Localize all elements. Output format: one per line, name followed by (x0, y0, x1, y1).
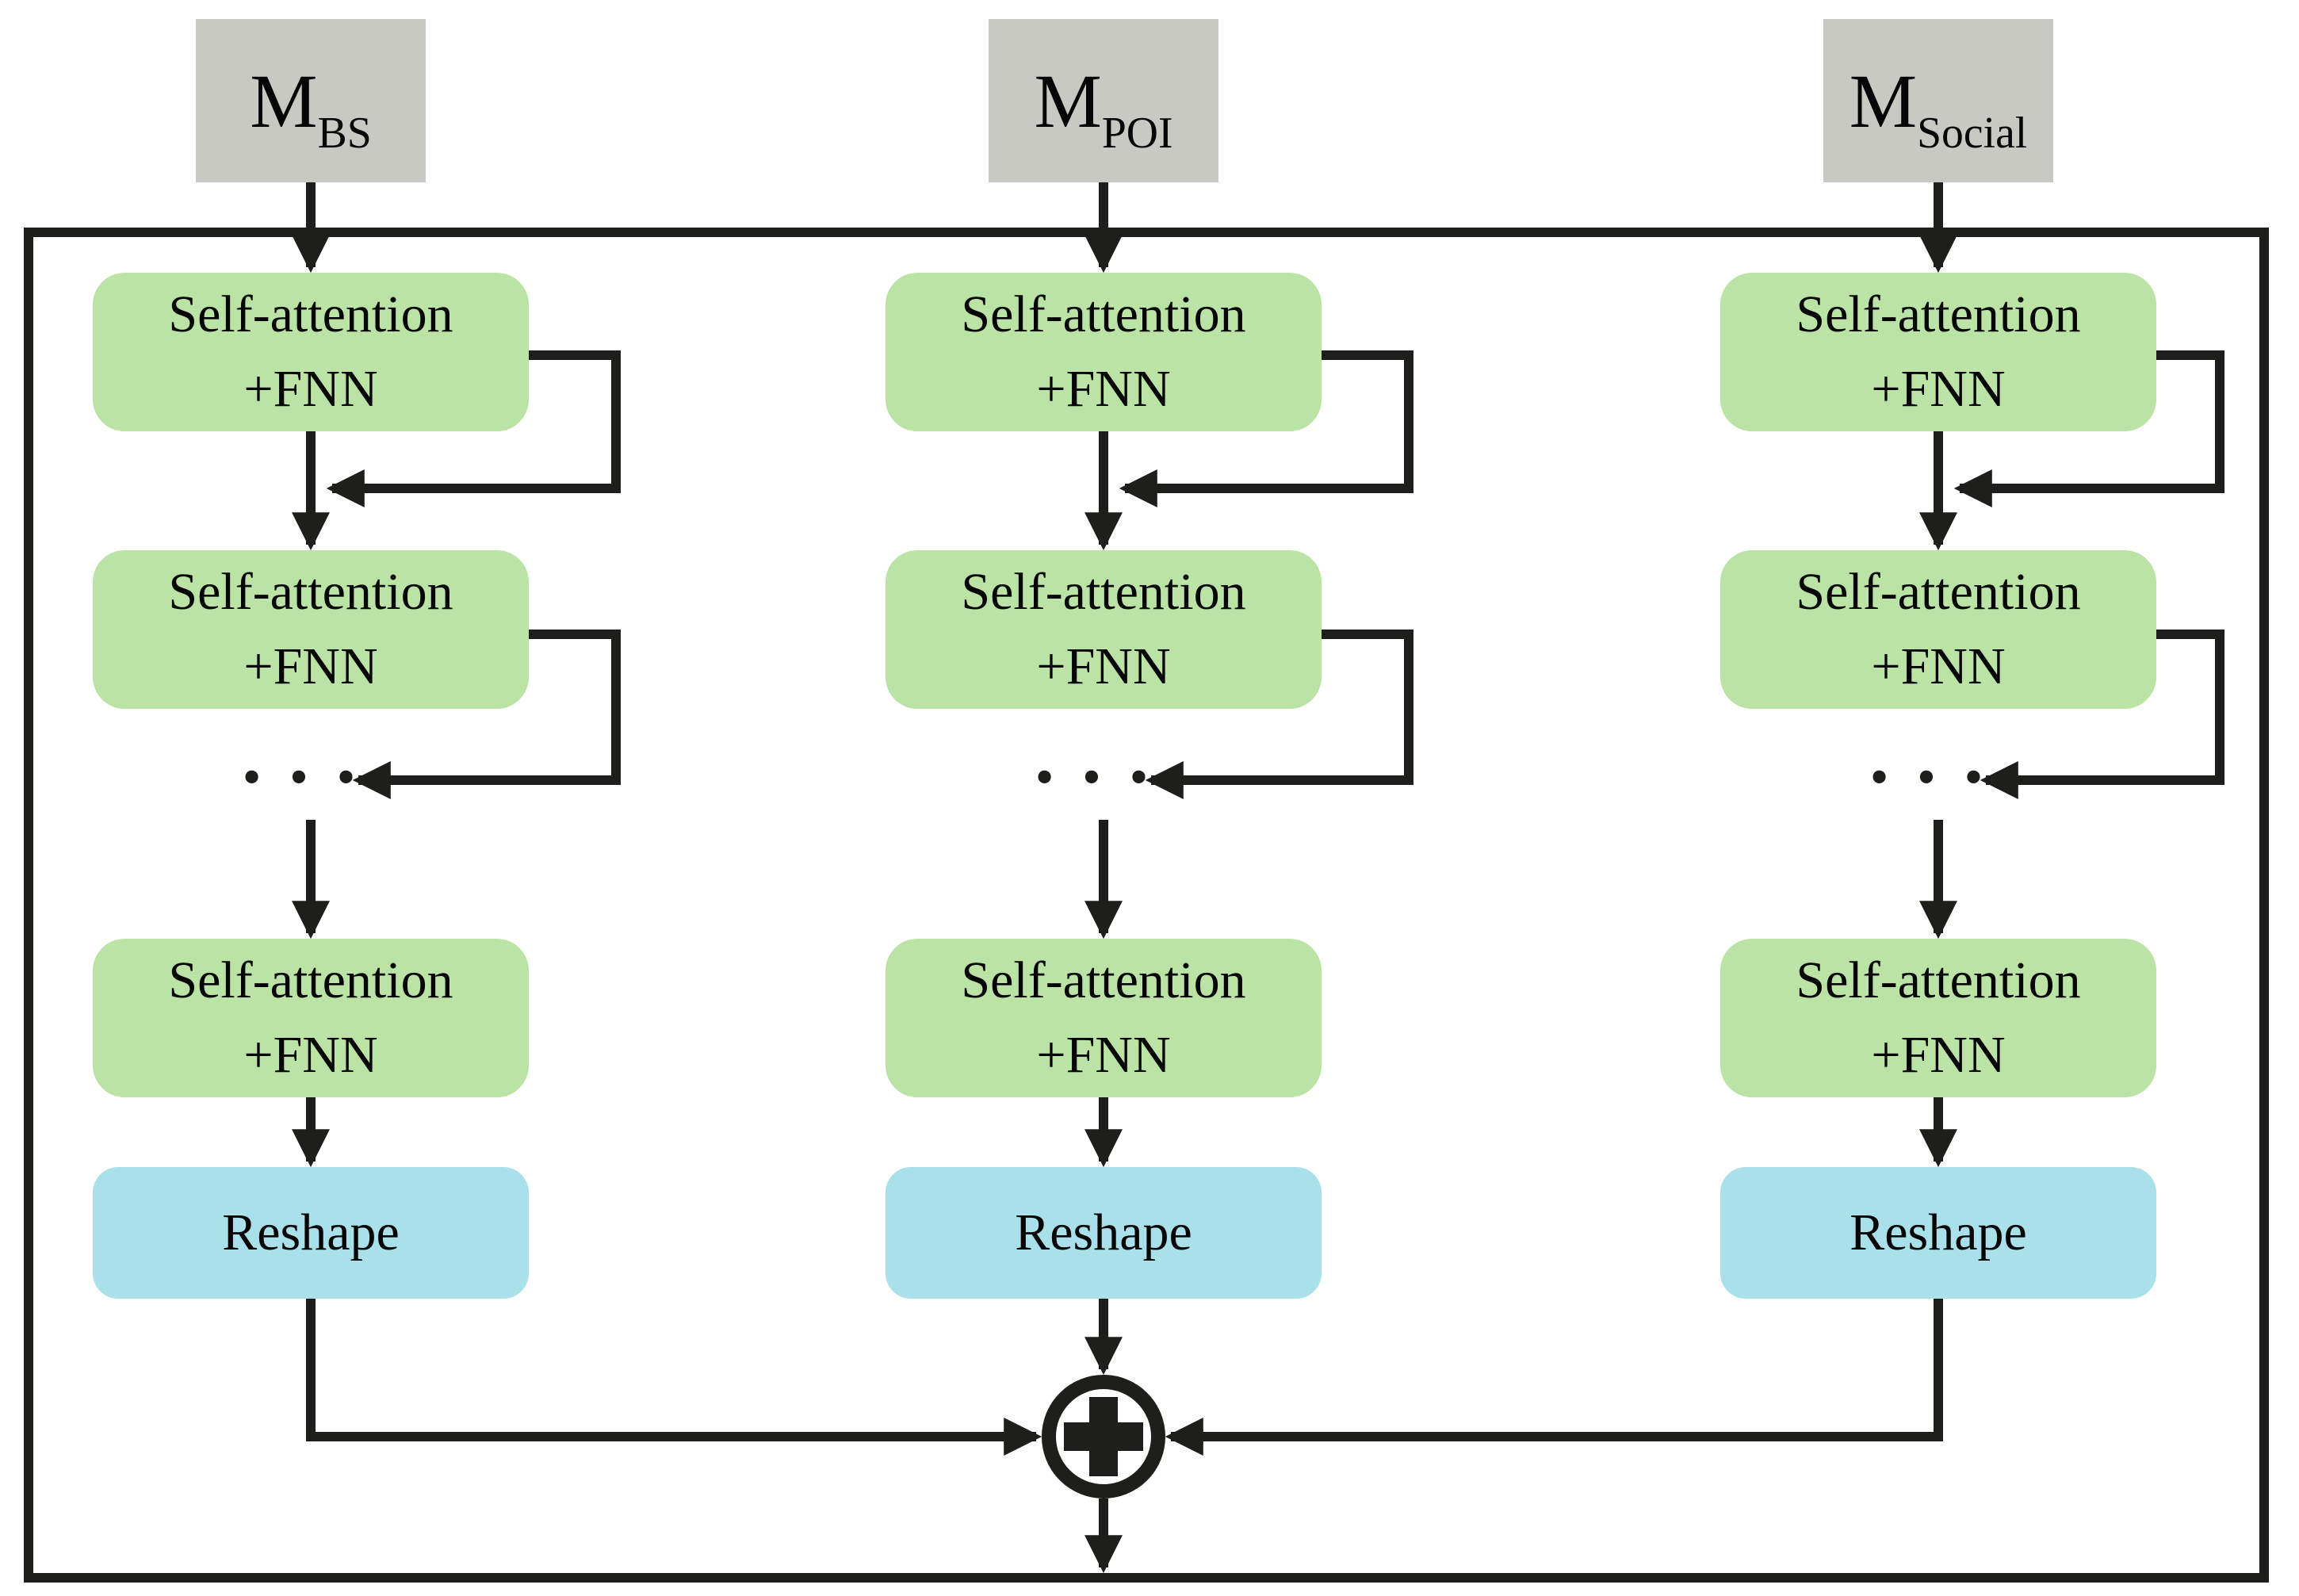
block-label-line2: +FNN (1871, 637, 2006, 695)
block-label-line1: Self-attention (168, 285, 453, 343)
self-attention-block-3-poi: Self-attention +FNN (886, 939, 1322, 1097)
block-label-line2: +FNN (243, 1026, 378, 1084)
connectors-poi (1084, 182, 1413, 1376)
reshape-to-sum-arrow-social (1165, 1299, 1943, 1456)
block-label-line1: Self-attention (961, 951, 1246, 1009)
self-attention-block-3-social: Self-attention +FNN (1720, 939, 2156, 1097)
self-attention-block-2-bs: Self-attention +FNN (93, 550, 529, 709)
residual-loop-2-poi (1145, 630, 1413, 799)
block-label-line1: Self-attention (961, 563, 1246, 621)
block-label-line2: +FNN (243, 637, 378, 695)
block-label-line2: +FNN (1871, 360, 2006, 418)
block-label-line1: Self-attention (168, 563, 453, 621)
block-label-line2: +FNN (243, 360, 378, 418)
residual-loop-1-poi (1119, 350, 1413, 507)
residual-loop-1-social (1953, 350, 2224, 507)
input-matrix-social-label: MSocial (1849, 58, 2028, 159)
block-label-line1: Self-attention (1796, 285, 2081, 343)
reshape-block-social: Reshape (1720, 1167, 2156, 1299)
repetition-ellipsis-poi: ••• (1032, 756, 1175, 799)
repetition-ellipsis-bs: ••• (239, 756, 382, 799)
input-matrix-poi: MPOI (989, 19, 1218, 182)
input-matrix-bs-label: MBS (250, 58, 372, 159)
block-label-line2: +FNN (1036, 1026, 1171, 1084)
connectors-social (1165, 182, 2224, 1456)
residual-loop-2-social (1980, 630, 2224, 799)
residual-loop-2-bs (352, 630, 621, 799)
encoder-frame (24, 228, 2269, 1583)
sum-node (1042, 1375, 1165, 1574)
self-attention-block-1-social: Self-attention +FNN (1720, 273, 2156, 431)
reshape-block-poi: Reshape (886, 1167, 1322, 1299)
block-label-line1: Self-attention (168, 951, 453, 1009)
reshape-to-sum-arrow-bs (306, 1299, 1042, 1456)
self-attention-block-1-poi: Self-attention +FNN (886, 273, 1322, 431)
reshape-block-bs: Reshape (93, 1167, 529, 1299)
repetition-ellipsis-social: ••• (1867, 756, 2010, 799)
residual-loop-1-bs (326, 350, 621, 507)
input-matrix-poi-label: MPOI (1034, 58, 1173, 159)
block-label-line1: Self-attention (1796, 563, 2081, 621)
block-label-line2: +FNN (1036, 637, 1171, 695)
block-label-line1: Self-attention (1796, 951, 2081, 1009)
self-attention-block-2-social: Self-attention +FNN (1720, 550, 2156, 709)
self-attention-block-2-poi: Self-attention +FNN (886, 550, 1322, 709)
block-label-line2: +FNN (1871, 1026, 2006, 1084)
self-attention-block-3-bs: Self-attention +FNN (93, 939, 529, 1097)
plus-icon (1064, 1397, 1143, 1476)
input-matrix-social: MSocial (1823, 19, 2053, 182)
block-label-line2: +FNN (1036, 360, 1171, 418)
connectors-bs (292, 182, 1042, 1456)
self-attention-block-1-bs: Self-attention +FNN (93, 273, 529, 431)
input-matrix-bs: MBS (196, 19, 426, 182)
block-label-line1: Self-attention (961, 285, 1246, 343)
